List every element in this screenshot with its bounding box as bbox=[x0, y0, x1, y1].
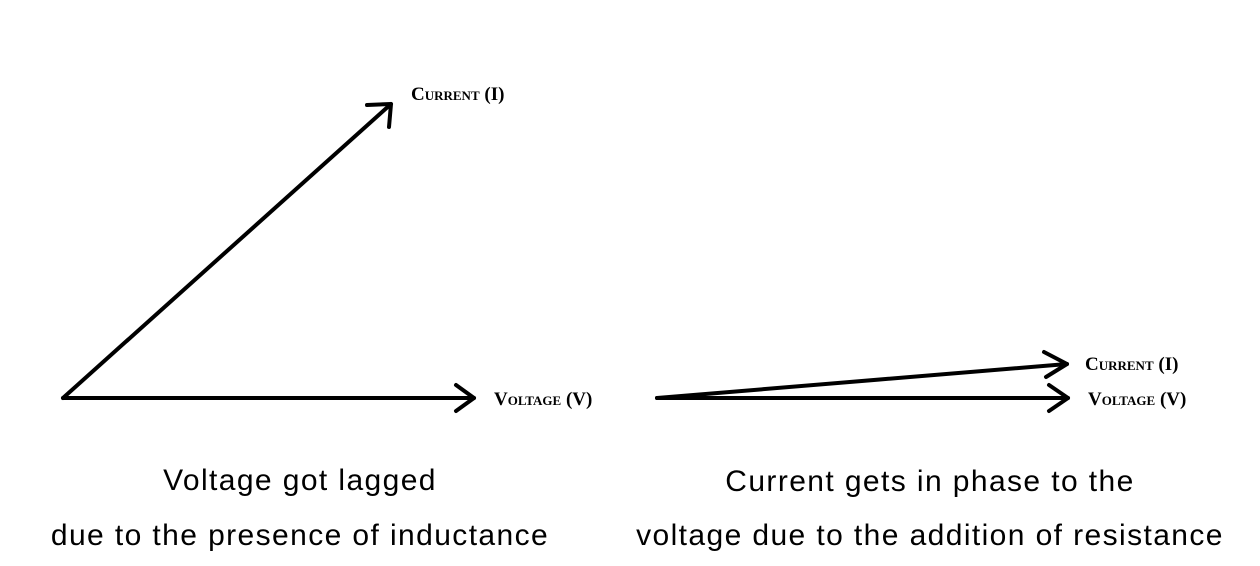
right-voltage-arrow bbox=[655, 383, 1070, 413]
left-current-label: Current (I) bbox=[411, 84, 504, 105]
right-current-arrow bbox=[655, 350, 1069, 400]
left-current-arrow bbox=[61, 102, 393, 400]
right-current-label: Current (I) bbox=[1085, 354, 1178, 375]
left-voltage-label: Voltage (V) bbox=[494, 389, 592, 410]
left-caption-line-1: Voltage got lagged bbox=[163, 464, 437, 497]
right-caption-line-1: Current gets in phase to the bbox=[725, 465, 1135, 498]
left-voltage-arrow bbox=[61, 383, 476, 413]
right-voltage-label: Voltage (V) bbox=[1088, 389, 1186, 410]
right-caption-line-2: voltage due to the addition of resistanc… bbox=[636, 519, 1224, 552]
left-caption-line-2: due to the presence of inductance bbox=[50, 519, 550, 552]
